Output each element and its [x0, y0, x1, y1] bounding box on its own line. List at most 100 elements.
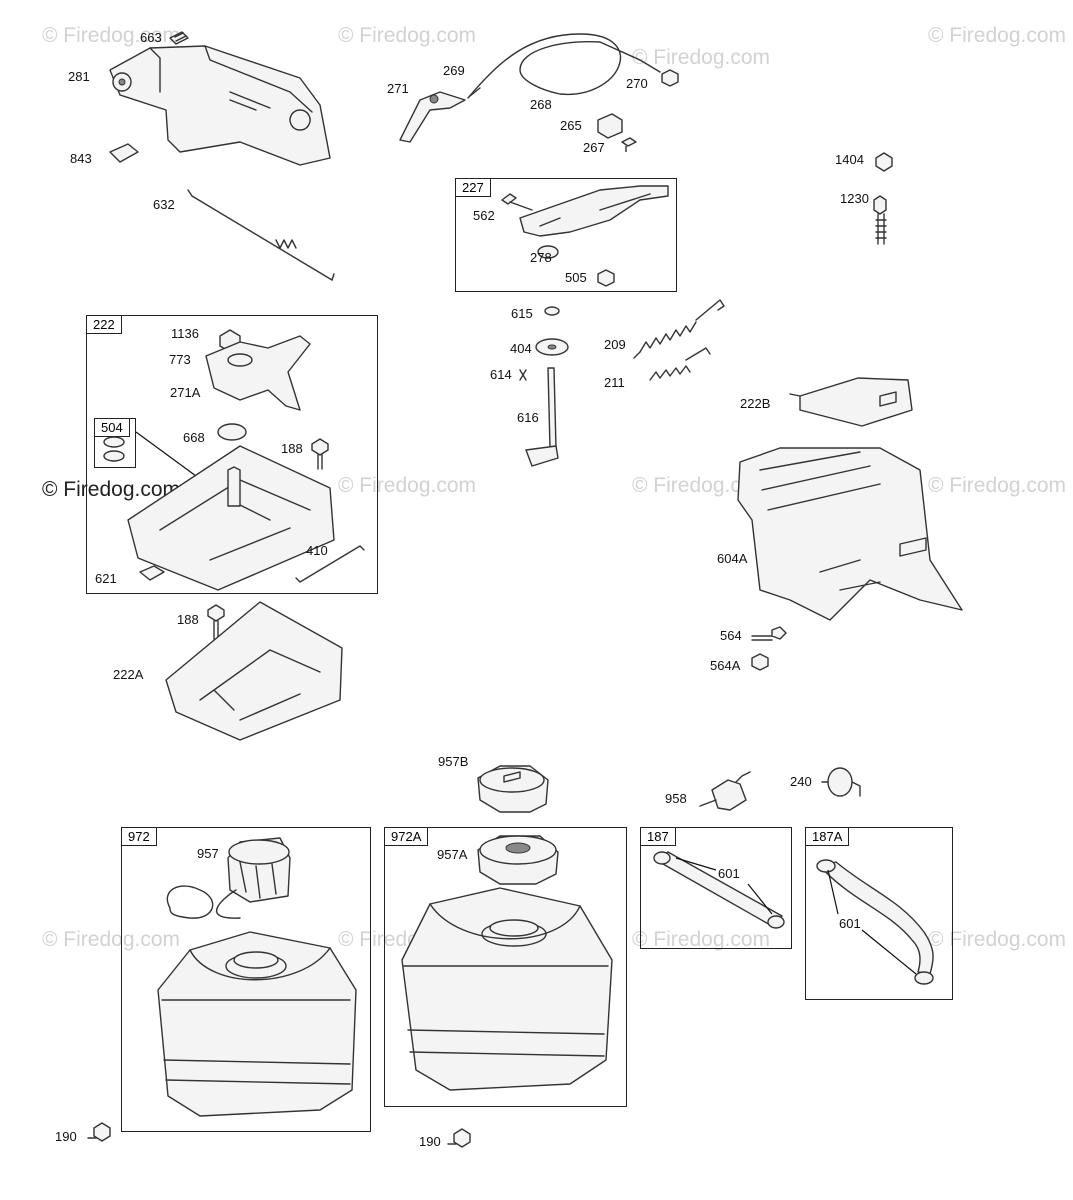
group-label-227: 227	[455, 178, 491, 197]
group-label-222: 222	[86, 315, 122, 334]
part-label: 601	[839, 916, 861, 931]
part-604a-blower-housing	[737, 447, 963, 621]
part-label: 1230	[840, 191, 869, 206]
watermark: © Firedog.com	[338, 474, 477, 497]
part-label: 564A	[710, 658, 741, 673]
group-box-187a: 187A	[805, 827, 953, 1000]
part-269-throttle-cable	[467, 33, 661, 99]
part-1404-nut	[875, 152, 893, 172]
part-label: 957A	[437, 847, 468, 862]
group-box-972: 972	[121, 827, 371, 1132]
part-957b-fuel-cap	[477, 765, 549, 813]
part-187a-fuel-line	[816, 859, 934, 985]
watermark: © Firedog.com	[42, 928, 181, 951]
group-label-504: 504	[94, 418, 130, 437]
part-label: 410	[306, 543, 328, 558]
part-222-control-plate	[127, 445, 335, 591]
watermark: © Firedog.com	[338, 24, 477, 47]
part-190-bolt	[87, 1122, 111, 1142]
part-504-washers	[103, 436, 125, 462]
part-209-spring	[633, 299, 725, 359]
part-270-nut	[661, 69, 679, 87]
part-label: 211	[604, 375, 625, 390]
part-label: 265	[560, 118, 582, 133]
part-label: 668	[183, 430, 205, 445]
group-box-504: 504	[94, 418, 136, 468]
part-label: 564	[720, 628, 742, 643]
part-label: 663	[140, 30, 162, 45]
watermark: © Firedog.com	[632, 928, 771, 951]
part-621-clip	[139, 565, 165, 581]
part-label: 843	[70, 151, 92, 166]
part-240-fuel-filter	[821, 767, 861, 797]
part-label: 188	[177, 612, 199, 627]
part-957-fuel-cap	[166, 837, 291, 919]
group-box-972a: 972A	[384, 827, 627, 1107]
part-564-bolt	[751, 626, 787, 641]
part-label: 957	[197, 846, 219, 861]
part-265-cable-clip	[597, 113, 623, 139]
part-222a-control-plate	[165, 601, 343, 741]
part-271-control-lever	[399, 91, 466, 143]
part-190-bolt	[447, 1128, 471, 1148]
part-label: 270	[626, 76, 648, 91]
watermark: © Firedog.com	[42, 478, 181, 501]
part-label: 278	[530, 250, 552, 265]
part-label: 773	[169, 352, 191, 367]
part-958-fuel-valve	[699, 771, 751, 811]
watermark: © Firedog.com	[928, 24, 1067, 47]
group-box-187: 187	[640, 827, 792, 949]
part-281-control-bracket	[109, 45, 331, 166]
part-label: 632	[153, 197, 175, 212]
part-505-nut	[597, 269, 615, 287]
part-label: 271A	[170, 385, 201, 400]
part-label: 601	[718, 866, 740, 881]
part-410-link	[295, 545, 365, 583]
part-label: 957B	[438, 754, 469, 769]
part-label: 222B	[740, 396, 771, 411]
part-614-pin	[519, 369, 527, 381]
part-label: 604A	[717, 551, 748, 566]
part-label: 222A	[113, 667, 144, 682]
part-843-clip	[109, 143, 139, 163]
part-label: 614	[490, 367, 512, 382]
part-1230-stud	[873, 195, 887, 245]
part-label: 267	[583, 140, 605, 155]
part-label: 271	[387, 81, 409, 96]
part-616-governor-shaft	[525, 367, 559, 467]
part-222b-bracket	[789, 377, 913, 427]
watermark: © Firedog.com	[632, 46, 771, 69]
part-227-governor-lever	[519, 185, 669, 237]
part-label: 240	[790, 774, 812, 789]
watermark: © Firedog.com	[928, 928, 1067, 951]
group-label-187: 187	[640, 827, 676, 846]
part-188-bolt	[207, 604, 225, 640]
group-label-187a: 187A	[805, 827, 850, 846]
part-label: 615	[511, 306, 533, 321]
part-label: 505	[565, 270, 587, 285]
group-box-222: 222	[86, 315, 378, 594]
part-278-washer	[537, 245, 559, 259]
part-632-governor-link	[187, 189, 335, 281]
part-271a-governor-lever	[205, 335, 311, 411]
part-label: 616	[517, 410, 539, 425]
group-box-227: 227	[455, 178, 677, 292]
part-564a-bolt	[751, 653, 769, 671]
part-label: 269	[443, 63, 465, 78]
part-188-bolt	[311, 438, 329, 470]
part-label: 1136	[171, 326, 199, 341]
group-label-972a: 972A	[384, 827, 429, 846]
part-211-spring	[649, 347, 711, 381]
part-label: 404	[510, 341, 532, 356]
part-562-screw	[501, 193, 533, 211]
part-267-screw	[621, 137, 637, 152]
part-404-washer	[535, 338, 569, 356]
part-label: 958	[665, 791, 687, 806]
part-label: 190	[419, 1134, 441, 1149]
part-972a-fuel-tank	[401, 887, 613, 1091]
watermark: © Firedog.com	[928, 474, 1067, 497]
part-label: 621	[95, 571, 117, 586]
part-label: 188	[281, 441, 303, 456]
